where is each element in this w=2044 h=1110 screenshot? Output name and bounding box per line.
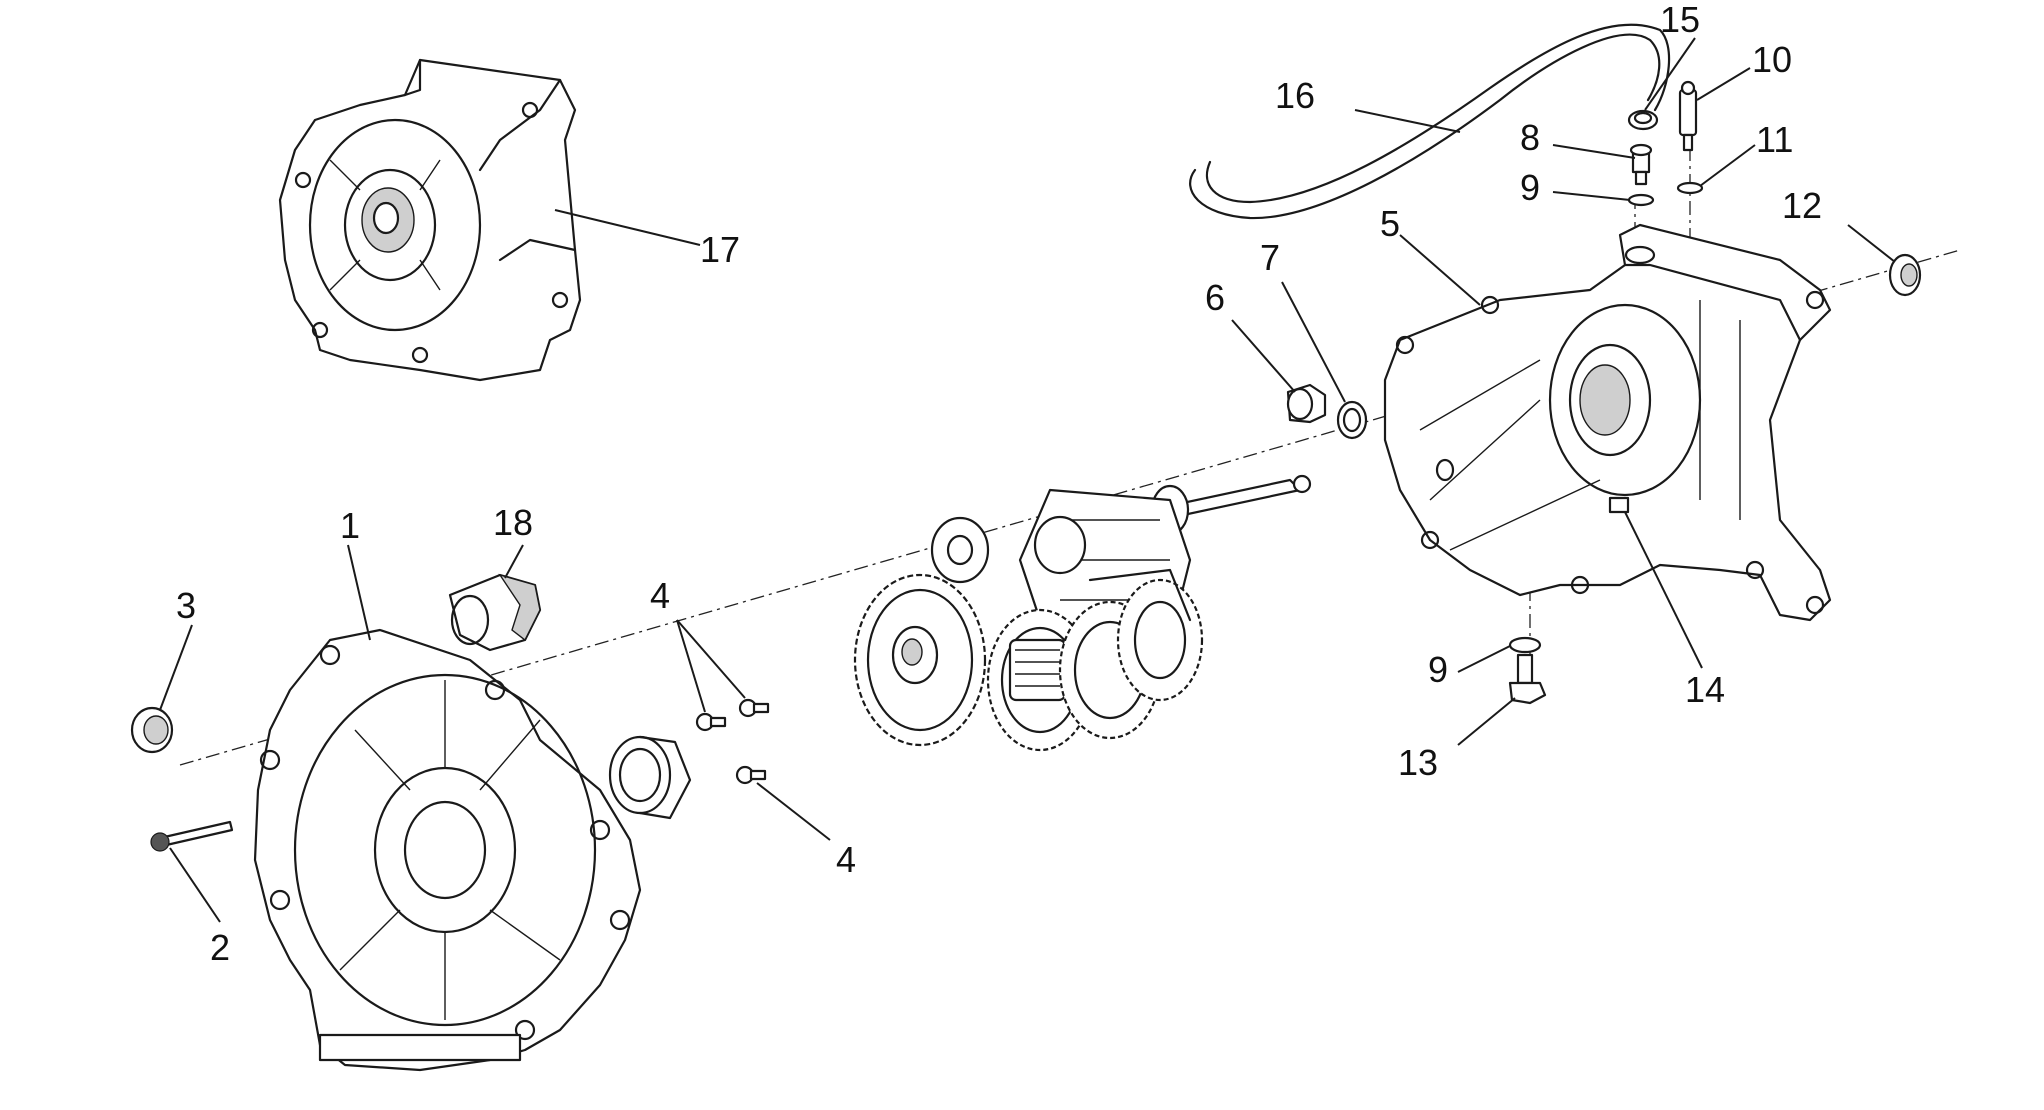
part-6-plug: [1286, 383, 1327, 424]
part-5-casing: [1383, 223, 1832, 622]
part-9-washer-bottom: [1508, 636, 1542, 654]
callout-1: 1: [340, 505, 360, 546]
callout-14: 14: [1685, 669, 1725, 710]
callout-13: 13: [1398, 742, 1438, 783]
gear-cluster: [853, 474, 1312, 752]
callout-5: 5: [1380, 203, 1400, 244]
callout-9a: 9: [1520, 167, 1540, 208]
callout-4a: 4: [650, 575, 670, 616]
part-12-seal: [1888, 253, 1922, 297]
callout-3: 3: [176, 585, 196, 626]
callout-6: 6: [1205, 277, 1225, 318]
callout-10: 10: [1752, 39, 1792, 80]
part-2-pin: [150, 820, 234, 852]
part-16-hose: [1189, 23, 1671, 220]
callout-17: 17: [700, 229, 740, 270]
part-17-housing: [278, 58, 582, 382]
part-8-fitting: [1629, 143, 1653, 186]
part-13-plug: [1508, 653, 1547, 705]
part-3-seal: [130, 706, 174, 754]
callout-16: 16: [1275, 75, 1315, 116]
callout-8: 8: [1520, 117, 1540, 158]
callout-18: 18: [493, 502, 533, 543]
part-15-clamp: [1627, 109, 1659, 131]
callout-4b: 4: [836, 839, 856, 880]
callout-2: 2: [210, 927, 230, 968]
part-4-screws: [695, 698, 770, 785]
part-9-washer-top: [1627, 193, 1655, 207]
callout-15: 15: [1660, 0, 1700, 40]
part-1-cover: [253, 628, 642, 1072]
part-11-washer: [1676, 181, 1704, 195]
part-7-ring: [1336, 400, 1368, 440]
leader-lines: [159, 37, 1896, 923]
callout-11: 11: [1756, 119, 1793, 160]
part-10-switch: [1678, 80, 1698, 152]
callout-7: 7: [1260, 237, 1280, 278]
bearing: [608, 735, 692, 820]
callout-12: 12: [1782, 185, 1822, 226]
callout-9b: 9: [1428, 649, 1448, 690]
callout-labels: 1 2 3 4 4 5 6 7 8 9 9 10 11 12 13 14 15 …: [176, 0, 1822, 968]
part-18-sensor: [448, 573, 542, 652]
